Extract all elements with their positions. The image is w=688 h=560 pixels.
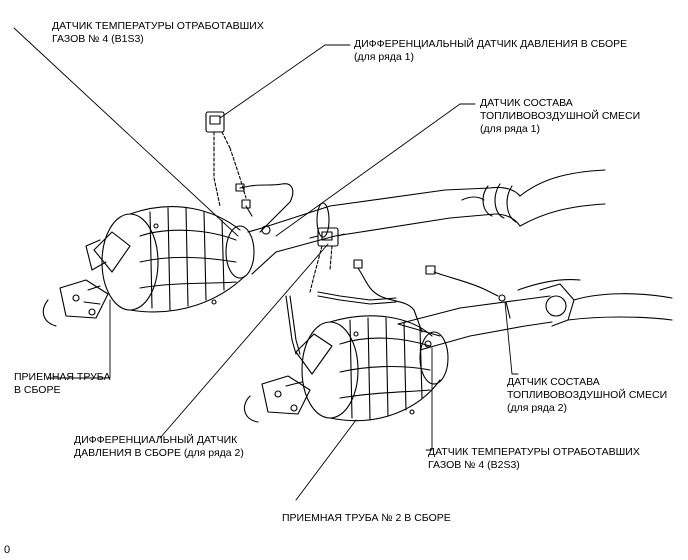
diff-pressure-sensor-b1 xyxy=(205,111,247,207)
label-exhaust-pipe-2-line1: ПРИЕМНАЯ ТРУБА № 2 В СБОРЕ xyxy=(282,512,451,524)
lower-exhaust-pipe xyxy=(397,278,673,351)
label-afr-b1-line2: ТОПЛИВОВОЗДУШНОЙ СМЕСИ xyxy=(480,110,641,122)
label-egt-b2s3: ДАТЧИК ТЕМПЕРАТУРЫ ОТРАБОТАВШИХ ГАЗОВ № … xyxy=(428,446,640,472)
label-afr-b1-line1: ДАТЧИК СОСТАВА xyxy=(480,97,573,109)
b2-sensor-harness xyxy=(353,259,511,348)
lower-inlet-flange xyxy=(243,375,311,423)
leader-diff-pressure-b1 xyxy=(219,44,351,119)
label-exhaust-pipe-1-line1: ПРИЕМНАЯ ТРУБА xyxy=(14,371,111,383)
label-afr-b1: ДАТЧИК СОСТАВА ТОПЛИВОВОЗДУШНОЙ СМЕСИ (д… xyxy=(480,97,640,136)
label-egt-b1s3-line2: ГАЗОВ № 4 (B1S3) xyxy=(52,33,144,45)
label-exhaust-pipe-1-line2: В СБОРЕ xyxy=(14,384,61,396)
leader-egt-b1s3 xyxy=(13,27,239,237)
diff-pressure-sensor-b2 xyxy=(309,227,345,293)
leader-exhaust-pipe-2 xyxy=(295,419,357,501)
label-afr-b2: ДАТЧИК СОСТАВА ТОПЛИВОВОЗДУШНОЙ СМЕСИ (д… xyxy=(507,376,667,415)
upper-exhaust-pipe xyxy=(261,169,606,253)
leader-exhaust-pipe-1 xyxy=(47,299,111,379)
label-afr-b2-line3: (для ряда 2) xyxy=(507,402,567,414)
upper-inlet-flange xyxy=(42,279,109,327)
label-exhaust-pipe-2: ПРИЕМНАЯ ТРУБА № 2 В СБОРЕ xyxy=(282,512,451,525)
label-egt-b1s3: ДАТЧИК ТЕМПЕРАТУРЫ ОТРАБОТАВШИХ ГАЗОВ № … xyxy=(52,20,264,46)
leader-afr-b1 xyxy=(275,103,476,237)
label-afr-b2-line2: ТОПЛИВОВОЗДУШНОЙ СМЕСИ xyxy=(507,389,668,401)
leader-diff-pressure-b2 xyxy=(159,243,329,439)
label-diff-pressure-b2: ДИФФЕРЕНЦИАЛЬНЫЙ ДАТЧИК ДАВЛЕНИЯ В СБОРЕ… xyxy=(74,434,244,460)
label-egt-b2s3-line1: ДАТЧИК ТЕМПЕРАТУРЫ ОТРАБОТАВШИХ xyxy=(428,446,640,458)
b1-sensor-harness xyxy=(235,183,294,235)
label-diff-pressure-b1-line2: (для ряда 1) xyxy=(354,51,414,63)
label-diff-pressure-b1: ДИФФЕРЕНЦИАЛЬНЫЙ ДАТЧИК ДАВЛЕНИЯ В СБОРЕ… xyxy=(354,38,627,64)
label-diff-pressure-b2-line2: ДАВЛЕНИЯ В СБОРЕ (для ряда 2) xyxy=(74,447,244,459)
label-afr-b2-line1: ДАТЧИК СОСТАВА xyxy=(507,376,600,388)
leader-afr-b2 xyxy=(504,301,519,375)
label-afr-b1-line3: (для ряда 1) xyxy=(480,123,540,135)
upper-catalytic-converter xyxy=(85,206,277,313)
label-diff-pressure-b1-line1: ДИФФЕРЕНЦИАЛЬНЫЙ ДАТЧИК ДАВЛЕНИЯ В СБОРЕ xyxy=(354,38,628,50)
lower-catalytic-converter xyxy=(295,315,449,422)
b2-hoses xyxy=(285,291,397,355)
label-egt-b2s3-line2: ГАЗОВ № 4 (B2S3) xyxy=(428,459,520,471)
leader-lines xyxy=(13,27,519,501)
leader-egt-b2s3 xyxy=(425,347,433,451)
corner-mark: 0 xyxy=(4,544,11,556)
label-exhaust-pipe-1: ПРИЕМНАЯ ТРУБА В СБОРЕ xyxy=(14,371,110,397)
label-egt-b1s3-line1: ДАТЧИК ТЕМПЕРАТУРЫ ОТРАБОТАВШИХ xyxy=(52,20,264,32)
label-diff-pressure-b2-line1: ДИФФЕРЕНЦИАЛЬНЫЙ ДАТЧИК xyxy=(74,434,238,446)
